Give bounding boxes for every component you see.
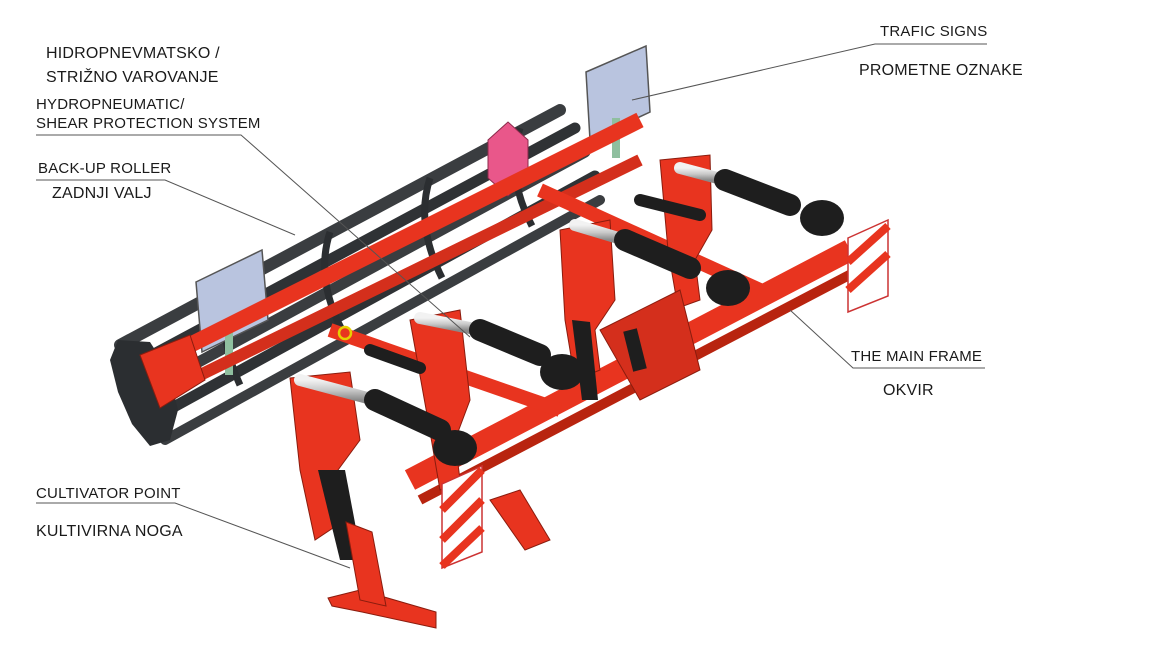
cultivator-point-shin [345,521,387,607]
cylinder-rod [294,374,381,406]
frame-beam-top [156,112,644,368]
label-roller-si: ZADNJI VALJ [52,185,152,202]
cylinder-rod [364,344,426,374]
label-roller-en: BACK-UP ROLLER [38,160,172,177]
label-hydro-en-line1: HYDROPNEUMATIC/ [36,96,185,113]
warning-stripe [845,223,891,293]
label-point-si: KULTIVIRNA NOGA [36,523,183,540]
cylinder-body [469,319,551,366]
central-hitch [599,289,701,401]
accumulator [706,270,750,306]
leader-lines [36,43,987,569]
leader-cultivator-point [36,502,351,569]
leader-back-up-roller [36,179,296,236]
accumulator [433,430,477,466]
hitch-cylinder [623,328,647,372]
warning-stripe [439,467,485,569]
sign-post [225,330,233,375]
label-frame-en: THE MAIN FRAME [851,348,983,365]
label-point-en: CULTIVATOR POINT [36,485,181,502]
accumulator [540,354,584,390]
leader-traffic-signs [631,43,987,101]
label-signs-en: TRAFIC SIGNS [880,23,988,40]
leader-main-frame [789,309,985,369]
label-signs-si: PROMETNE OZNAKE [859,62,1023,79]
yellow-marker [337,325,353,341]
hydropneumatic-cylinders [294,162,844,466]
cylinder-body [714,169,801,216]
label-hydro-en-line2: SHEAR PROTECTION SYSTEM [36,115,261,132]
cylinder-body [364,389,451,441]
cylinder-body [614,229,701,279]
leader-hydropneumatic [36,134,471,338]
cylinder-rod [634,194,706,221]
label-frame-si: OKVIR [883,382,934,399]
tine-foot [489,489,551,551]
accumulator [800,200,844,236]
warning-boards [439,218,891,570]
tine-blade [572,320,598,400]
roller-bar [114,104,566,351]
roller-bar [160,195,605,445]
label-hydro-si-line1: HIDROPNEVMATSKO / [46,45,220,62]
label-hydro-si-line2: STRIŽNO VAROVANJE [46,69,219,86]
frame-end-plate [139,334,206,409]
